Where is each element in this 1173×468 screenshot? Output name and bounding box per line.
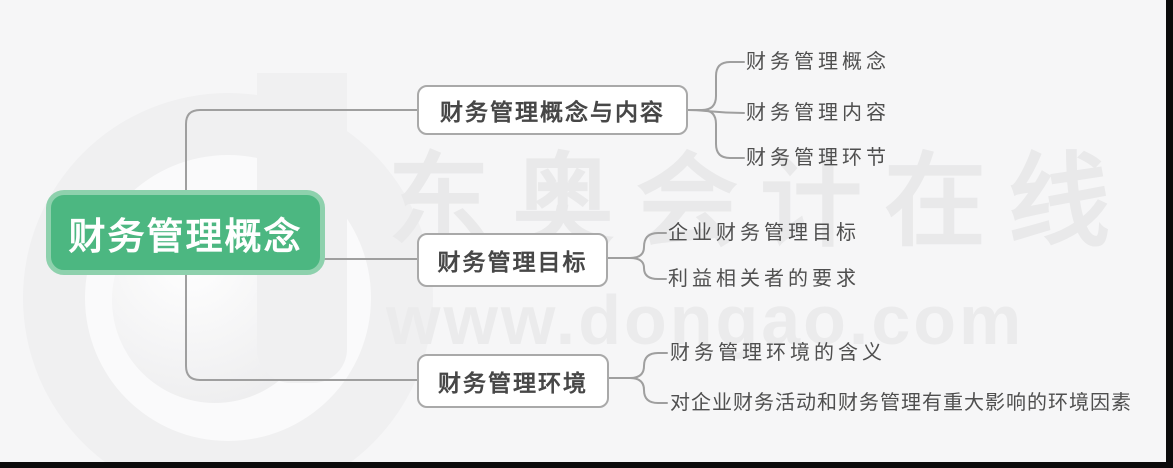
leaf-node[interactable]: 财务管理环境的含义 bbox=[670, 342, 886, 364]
branch-node-label: 财务管理概念与内容 bbox=[440, 99, 665, 125]
screen-edge-bottom bbox=[0, 462, 1173, 468]
watermark-url-text: www.dongao.com bbox=[386, 281, 1025, 359]
leaf-node[interactable]: 对企业财务活动和财务管理有重大影响的环境因素 bbox=[670, 392, 1132, 414]
branch-node-goals[interactable]: 财务管理目标 bbox=[417, 233, 608, 287]
root-node-label: 财务管理概念 bbox=[68, 215, 303, 257]
leaf-node[interactable]: 财务管理内容 bbox=[746, 102, 890, 124]
leaf-node[interactable]: 企业财务管理目标 bbox=[668, 222, 860, 244]
leaf-node[interactable]: 利益相关者的要求 bbox=[668, 268, 860, 290]
branch-node-concepts-and-content[interactable]: 财务管理概念与内容 bbox=[417, 85, 688, 135]
leaf-node[interactable]: 财务管理环节 bbox=[746, 147, 890, 169]
branch-node-label: 财务管理环境 bbox=[438, 370, 588, 396]
branch-node-environment[interactable]: 财务管理环境 bbox=[417, 354, 609, 408]
leaf-node[interactable]: 财务管理概念 bbox=[746, 51, 890, 73]
branch-node-label: 财务管理目标 bbox=[437, 249, 588, 275]
screen-edge-right bbox=[1166, 0, 1173, 468]
root-node[interactable]: 财务管理概念 bbox=[46, 190, 325, 275]
